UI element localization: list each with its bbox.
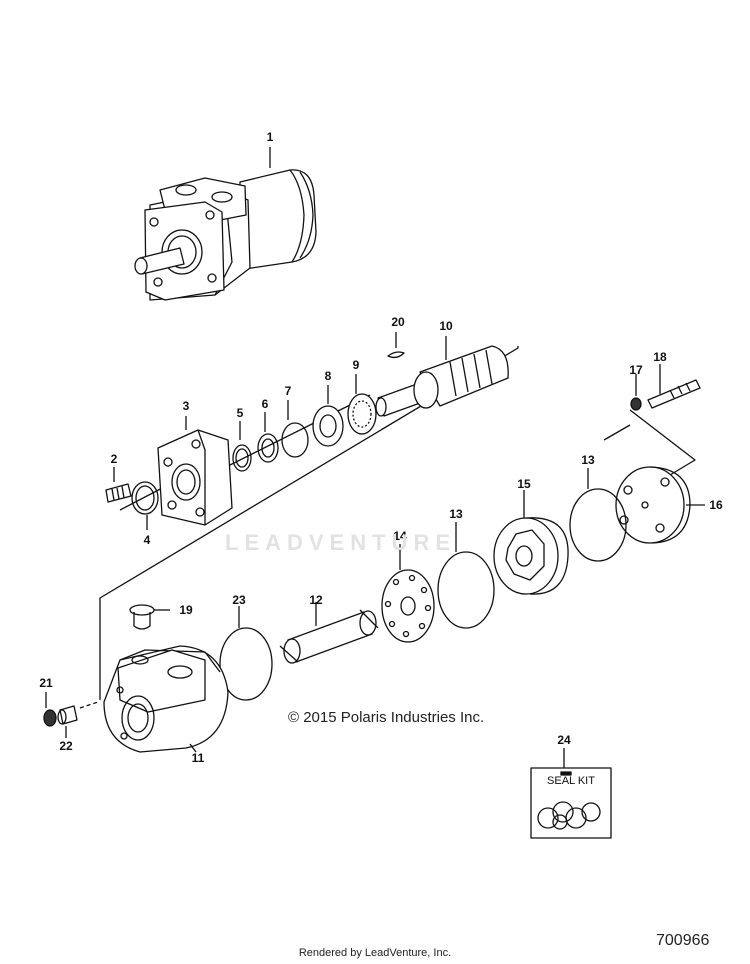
part-13-oring-upper: [569, 468, 627, 562]
callout-21[interactable]: 21: [39, 676, 53, 690]
part-2-plug: [105, 467, 132, 503]
rendered-by-text: Rendered by LeadVenture, Inc.: [298, 947, 452, 959]
part-19-plug: [129, 604, 170, 630]
seal-kit-label: SEAL KIT: [547, 775, 595, 787]
callout-6[interactable]: 6: [261, 397, 269, 411]
callout-8[interactable]: 8: [324, 369, 332, 383]
part-6-seal: [257, 412, 279, 463]
callout-1[interactable]: 1: [266, 130, 274, 144]
part-3-housing: [157, 416, 233, 526]
part-8-washer: [312, 385, 344, 447]
callout-12[interactable]: 12: [309, 593, 323, 607]
part-13-oring-lower: [437, 522, 495, 629]
drawing-number: 700966: [656, 932, 710, 949]
part-24-seal-kit: [530, 748, 612, 839]
callout-22[interactable]: 22: [59, 739, 73, 753]
assembled-motor: [134, 147, 317, 301]
callout-20[interactable]: 20: [391, 315, 405, 329]
part-7-oring: [281, 400, 309, 458]
callout-16[interactable]: 16: [709, 498, 723, 512]
callout-4[interactable]: 4: [143, 533, 151, 547]
part-9-bearing: [347, 374, 377, 435]
callout-14[interactable]: 14: [393, 529, 407, 543]
callout-17[interactable]: 17: [629, 363, 643, 377]
callout-15[interactable]: 15: [517, 477, 531, 491]
part-16-endcap: [615, 466, 705, 544]
part-11-housing: [103, 645, 229, 753]
watermark: LEADVENTURE: [225, 530, 457, 555]
part-20-key: [387, 332, 405, 359]
assembly-line-upper: [99, 346, 519, 700]
assembly-line-right: [629, 409, 696, 479]
callout-3[interactable]: 3: [182, 399, 190, 413]
part-4-oring: [131, 481, 159, 530]
part-17-washer: [630, 374, 642, 411]
callout-10[interactable]: 10: [439, 319, 453, 333]
callout-19[interactable]: 19: [179, 603, 193, 617]
callout-11[interactable]: 11: [191, 751, 205, 765]
part-10-shaft: [375, 336, 509, 417]
callout-24[interactable]: 24: [557, 733, 571, 747]
callout-9[interactable]: 9: [352, 358, 360, 372]
callout-13-lower[interactable]: 13: [449, 507, 463, 521]
part-23-oring: [219, 606, 273, 701]
callout-13-upper[interactable]: 13: [581, 453, 595, 467]
callout-18[interactable]: 18: [653, 350, 667, 364]
callout-2[interactable]: 2: [110, 452, 118, 466]
callout-5[interactable]: 5: [236, 406, 244, 420]
part-15-gerotor: [493, 490, 569, 595]
part-18-bolt: [647, 364, 701, 409]
callout-7[interactable]: 7: [284, 384, 292, 398]
part-21-washer: [43, 692, 57, 727]
copyright-text: © 2015 Polaris Industries Inc.: [288, 709, 485, 726]
callout-23[interactable]: 23: [232, 593, 246, 607]
part-12-driveshaft: [279, 602, 379, 664]
part-5-seal: [232, 421, 252, 472]
part-14-plate: [381, 544, 435, 643]
part-22-fitting: [57, 701, 99, 738]
